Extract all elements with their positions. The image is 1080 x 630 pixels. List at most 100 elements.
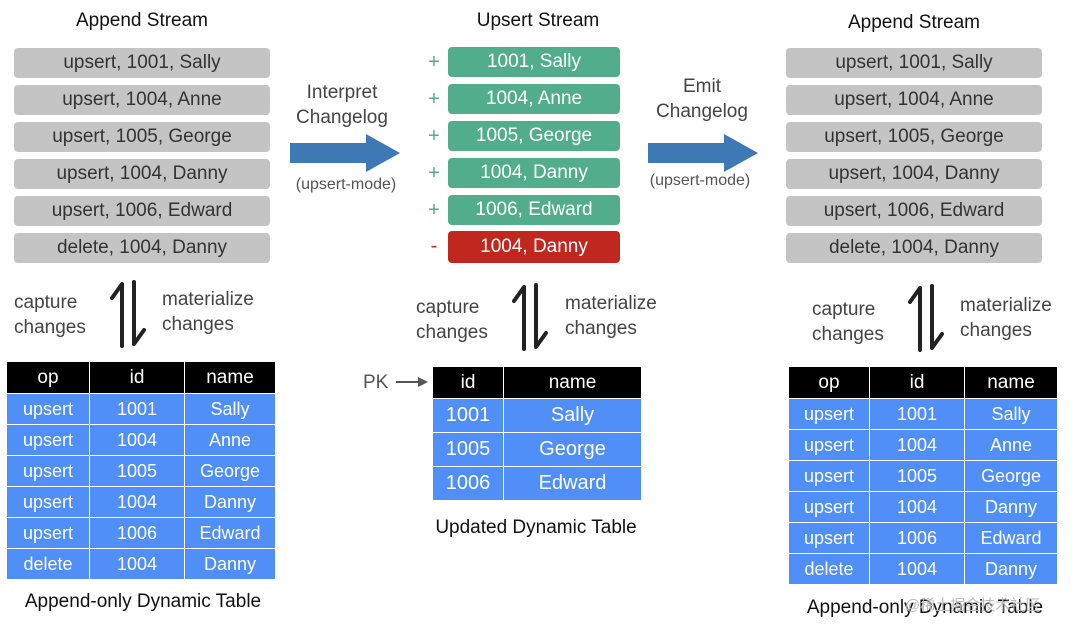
stream-record: upsert, 1005, George	[786, 122, 1042, 152]
stream-record: upsert, 1004, Danny	[14, 159, 270, 189]
table-cell: Edward	[964, 522, 1058, 554]
stream-record: upsert, 1004, Danny	[786, 159, 1042, 189]
arrow-label-line: Interpret	[306, 82, 378, 103]
table-cell: 1001	[89, 393, 185, 425]
left-materialize-label: materialize changes	[162, 287, 254, 337]
table-cell: upsert	[6, 486, 90, 518]
table-cell: upsert	[6, 424, 90, 456]
table-cell: upsert	[6, 393, 90, 425]
delete-record: 1004, Danny	[448, 231, 620, 263]
emit-changelog-label: Emit Changelog	[648, 74, 756, 124]
materialize-line: changes	[162, 314, 234, 335]
materialize-line: materialize	[565, 293, 657, 314]
table-cell: Sally	[184, 393, 276, 425]
materialize-line: materialize	[162, 289, 254, 310]
table-cell: upsert	[788, 522, 870, 554]
table-cell: Sally	[964, 398, 1058, 430]
stream-record: upsert, 1001, Sally	[786, 48, 1042, 78]
table-cell: Anne	[184, 424, 276, 456]
table-header: name	[184, 361, 276, 394]
right-append-stream: upsert, 1001, Sally upsert, 1004, Anne u…	[786, 48, 1042, 264]
up-down-arrows-icon	[512, 283, 548, 351]
upsert-record: 1001, Sally	[448, 47, 620, 77]
right-arrow-icon	[648, 134, 758, 172]
insert-sign: +	[428, 162, 440, 184]
arrow-label-line: Changelog	[656, 101, 748, 122]
table-cell: 1001	[869, 398, 965, 430]
stream-record: upsert, 1006, Edward	[14, 196, 270, 226]
table-header: name	[503, 366, 642, 399]
right-arrow-icon	[290, 134, 400, 172]
right-table-caption: Append-only Dynamic Table	[806, 597, 1044, 618]
arrow-label-line: Changelog	[296, 107, 388, 128]
table-cell: George	[184, 455, 276, 487]
table-header: name	[964, 366, 1058, 399]
table-cell: 1004	[89, 548, 185, 580]
upsert-stream: + 1001, Sally + 1004, Anne + 1005, Georg…	[426, 47, 626, 267]
table-cell: 1006	[869, 522, 965, 554]
left-capture-label: capture changes	[14, 290, 86, 340]
table-cell: 1005	[89, 455, 185, 487]
stream-record: delete, 1004, Danny	[786, 233, 1042, 263]
table-cell: upsert	[788, 460, 870, 492]
capture-line: capture	[14, 292, 78, 313]
table-cell: upsert	[6, 455, 90, 487]
table-cell: delete	[6, 548, 90, 580]
table-cell: Danny	[184, 486, 276, 518]
table-cell: Edward	[184, 517, 276, 549]
upsert-mode-label: (upsert-mode)	[649, 172, 751, 189]
insert-sign: +	[428, 51, 440, 73]
stream-record: delete, 1004, Danny	[14, 233, 270, 263]
table-header: op	[6, 361, 90, 394]
interpret-changelog-label: Interpret Changelog	[290, 80, 394, 130]
capture-line: changes	[812, 324, 884, 345]
table-cell: 1001	[432, 398, 504, 433]
table-cell: 1005	[869, 460, 965, 492]
left-stream-title: Append Stream	[75, 10, 209, 31]
table-cell: 1004	[869, 491, 965, 523]
left-table-caption: Append-only Dynamic Table	[24, 591, 262, 612]
middle-capture-label: capture changes	[416, 295, 488, 345]
insert-sign: +	[428, 199, 440, 221]
table-cell: 1004	[869, 553, 965, 585]
stream-record: upsert, 1006, Edward	[786, 196, 1042, 226]
table-cell: 1004	[869, 429, 965, 461]
materialize-line: changes	[960, 320, 1032, 341]
table-cell: Sally	[503, 398, 642, 433]
capture-line: changes	[14, 317, 86, 338]
table-cell: 1006	[432, 466, 504, 501]
updated-table-caption: Updated Dynamic Table	[435, 517, 637, 538]
table-header: id	[869, 366, 965, 399]
up-down-arrows-icon	[908, 284, 944, 352]
table-header: id	[89, 361, 185, 394]
table-cell: Edward	[503, 466, 642, 501]
table-cell: George	[503, 432, 642, 467]
table-cell: Danny	[964, 553, 1058, 585]
insert-sign: +	[428, 125, 440, 147]
table-cell: upsert	[788, 491, 870, 523]
upsert-mode-label: (upsert-mode)	[295, 176, 397, 193]
table-header: op	[788, 366, 870, 399]
capture-line: changes	[416, 322, 488, 343]
table-cell: Danny	[184, 548, 276, 580]
stream-record: upsert, 1005, George	[14, 122, 270, 152]
stream-record: upsert, 1001, Sally	[14, 48, 270, 78]
table-cell: upsert	[6, 517, 90, 549]
table-cell: upsert	[788, 429, 870, 461]
middle-materialize-label: materialize changes	[565, 291, 657, 341]
